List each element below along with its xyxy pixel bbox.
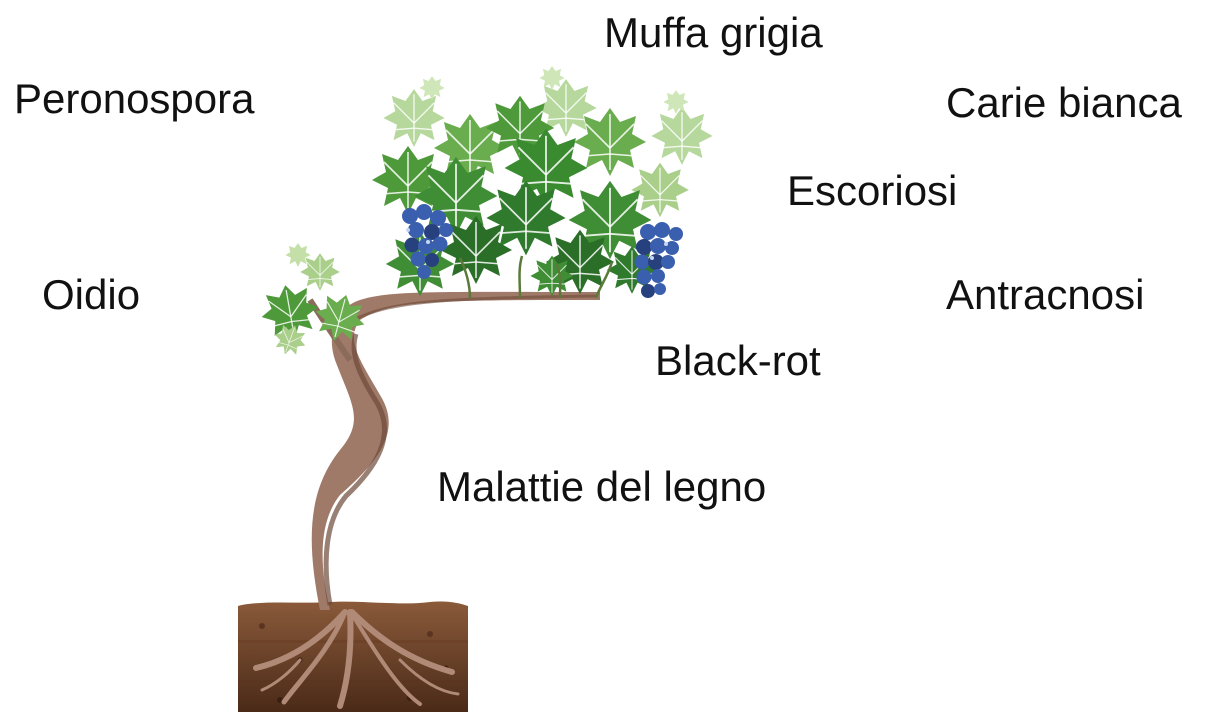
label-peronospora: Peronospora (14, 78, 255, 120)
trunk (310, 292, 600, 610)
label-black-rot: Black-rot (655, 340, 821, 382)
grape-cluster-right (635, 222, 684, 298)
label-antracnosi: Antracnosi (946, 274, 1144, 316)
label-oidio: Oidio (42, 274, 140, 316)
label-malattie-del-legno: Malattie del legno (437, 466, 766, 508)
label-escoriosi: Escoriosi (787, 170, 957, 212)
label-carie-bianca: Carie bianca (946, 82, 1182, 124)
label-muffa-grigia: Muffa grigia (604, 12, 823, 54)
